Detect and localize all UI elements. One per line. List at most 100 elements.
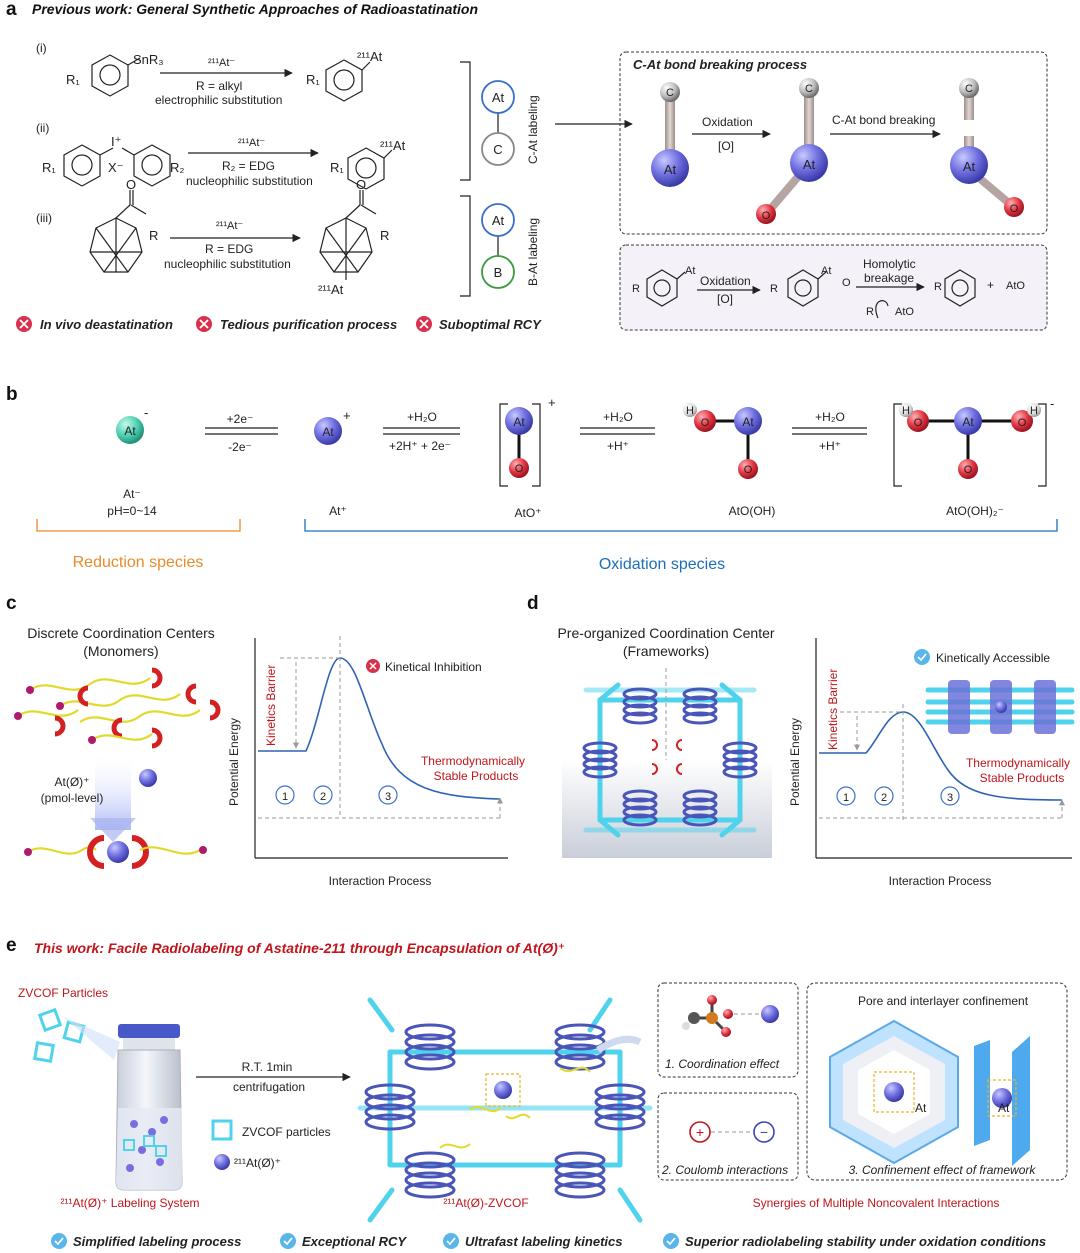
mech-at-2: At [821,265,831,277]
ba-labeling-text: B-At labeling [526,218,540,286]
mol3-o: O [1010,203,1019,215]
c-ylabel: Potential Energy [227,718,241,806]
minus-charge-label: − [760,1124,768,1140]
species-at-plus [314,417,342,445]
mol2-c: C [805,83,813,95]
d-accessible-icon [914,649,930,665]
d-stage-3-label: 3 [947,792,953,804]
c-product-1: Thermodynamically [421,754,525,768]
c-barrier-label: Kinetics Barrier [264,665,278,746]
mech-o-atom: O [842,277,851,289]
species-2-name: At⁺ [329,504,347,518]
panel-c-reagent-1: At(Ø)⁺ [55,775,90,789]
reduction-label: Reduction species [73,554,204,571]
d-stage-1-label: 1 [843,792,849,804]
advantage-1: Simplified labeling process [73,1234,241,1249]
coordination-label: 1. Coordination effect [665,1057,780,1071]
mech-homolytic: Homolytic [863,257,916,271]
atooh2-h2: H [1030,405,1038,417]
breaking-box [619,51,1048,235]
rxn-iii-cond2: nucleophilic substitution [164,257,291,271]
c-stage-2-label: 2 [320,791,326,803]
panel-c-title-2: (Monomers) [83,643,158,659]
rxn-iii-reagent: ²¹¹At⁻ [216,220,243,232]
mech-r1: R [632,283,640,295]
mech-ring-2 [787,269,827,307]
panel-d-title-1: Pre-organized Coordination Center [557,625,774,641]
mech-o: [O] [717,292,733,306]
product-label: ²¹¹At(Ø)-ZVCOF [443,1196,528,1210]
mech-ring-1 [646,269,686,307]
advantage-2: Exceptional RCY [302,1234,407,1249]
product-framework [357,997,653,1223]
advantage-3: Ultrafast labeling kinetics [465,1234,623,1249]
d-ylabel: Potential Energy [788,718,802,806]
rxn-iii-number: (iii) [36,211,52,225]
species-1-name: At⁻ [123,487,141,501]
rxn-iii-oxygen: O [126,177,136,192]
mol1-at: At [664,162,677,177]
species-4-atom: At [742,415,754,429]
c-status: Kinetical Inhibition [385,660,482,674]
panel-a-label: a [6,0,17,20]
rxn-i-cond2: electrophilic substitution [155,93,282,107]
mech-r4: R [934,281,942,293]
rxn-iii-product-oxygen: O [356,177,366,192]
plus-charge [689,1121,711,1143]
drawback-3 [416,316,432,332]
ato-plus-bracket-right [532,403,541,487]
species-3-atom: At [513,415,525,429]
ato-plus-o-label: O [515,463,524,475]
species-2-atom: At [322,425,334,439]
oxidation-label: Oxidation species [599,556,725,573]
species-2-charge: + [343,408,351,423]
monomer-cluster [14,667,221,749]
d-stage-3 [940,786,960,806]
species-5-name: AtO(OH)₂⁻ [946,504,1004,518]
eq4-bottom: +H⁺ [819,439,841,453]
rxn-iii-r: R [149,228,158,243]
eq1-bottom: -2e⁻ [228,440,252,454]
ca-node-c [481,132,515,166]
d-framework-inset [925,680,1075,734]
ca-bracket [460,61,471,181]
c-xlabel: Interaction Process [329,874,432,888]
atooh2-h1: H [902,405,910,417]
species-5-charge: - [1050,396,1054,411]
c-energy-curve [258,657,501,800]
molecule-3 [950,78,1024,217]
mol2-o: O [762,210,771,222]
cond-1: R.T. 1min [242,1060,293,1074]
d-product-1: Thermodynamically [966,756,1070,770]
atooh2-o2: O [1018,417,1027,429]
oxidation-bracket [304,519,1058,532]
mech-ato: AtO [1006,280,1025,292]
phosphonate-model [682,995,779,1037]
atooh-o1: O [701,417,710,429]
step2-label: C-At bond breaking [832,113,935,127]
rxn-i-product-ring [325,59,371,102]
d-status: Kinetically Accessible [936,651,1050,665]
atooh2-bracket-right [1038,403,1047,487]
eq3-bottom: +H⁺ [607,439,629,453]
ba-node-b [481,255,515,289]
mech-at: At [685,265,695,277]
ba-node-at [481,203,515,237]
rxn-ii-number: (ii) [36,121,49,135]
d-barrier-label: Kinetics Barrier [826,669,840,750]
synergy-label: Synergies of Multiple Noncovalent Intera… [753,1196,1000,1210]
ato-plus-at [505,407,533,435]
glow-arrow-head [90,818,136,842]
framework-scene [562,668,772,858]
species-at-minus [116,416,144,444]
mech-ato-reagent: AtO [895,306,914,318]
c-stage-3-label: 3 [385,791,391,803]
legend-zvcof-icon [211,1119,233,1141]
zvcof-particles-label: ZVCOF Particles [18,986,108,1000]
atooh2-bracket-left [893,403,902,487]
monomer-complex [24,835,207,869]
c-stage-1-label: 1 [282,791,288,803]
labeling-system-label: ²¹¹At(Ø)⁺ Labeling System [60,1196,199,1210]
d-stage-2 [874,786,894,806]
